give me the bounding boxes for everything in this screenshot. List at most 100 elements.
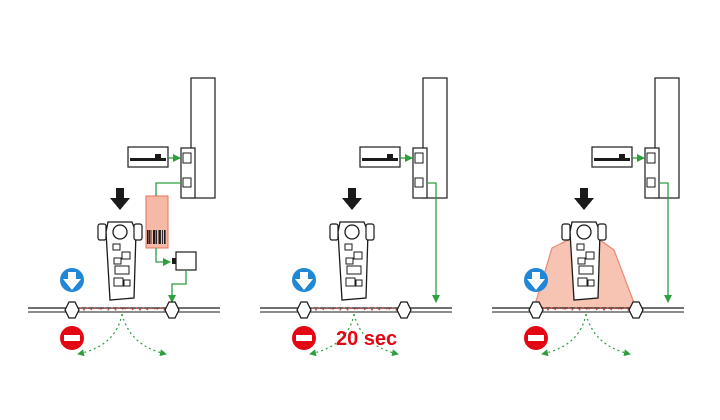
down-arrow-icon: [110, 188, 130, 210]
no-entry-icon: [524, 326, 548, 350]
photo-sensor-icon-left: [64, 301, 80, 319]
radio-key: [355, 279, 363, 287]
card-reader-led: [155, 154, 161, 159]
laser-beam: [307, 307, 405, 311]
radio-key: [353, 251, 363, 260]
radio-key: [346, 265, 362, 275]
entry-arrow: [527, 272, 545, 290]
radio-key: [112, 243, 121, 251]
controller-port-bottom: [414, 177, 424, 188]
entry-arrow: [63, 272, 81, 290]
photo-sensor-icon-left: [528, 301, 544, 319]
radio-unit-icon: [329, 221, 375, 301]
radio-grip-right: [597, 223, 607, 241]
laser-beam: [75, 307, 173, 311]
controller-port-top: [182, 152, 192, 164]
controller-to-barcode-line: [155, 182, 181, 196]
radio-grip-left: [97, 223, 107, 241]
building-wall: [654, 77, 680, 199]
barcode-bar: [147, 230, 149, 244]
no-entry-bar: [296, 335, 312, 341]
panel-2: 20 sec: [260, 77, 452, 357]
down-arrow-icon: [342, 188, 362, 210]
entry-arrow: [295, 272, 313, 290]
controller-port-top: [414, 152, 424, 164]
laser-beam: [539, 307, 637, 311]
controller-to-sensor-line: [427, 182, 440, 303]
barcode-icon: [147, 230, 166, 244]
radio-key: [585, 251, 595, 260]
barcode-bar: [154, 230, 156, 244]
card-reader-led: [387, 154, 393, 159]
scanner-box: [175, 251, 197, 271]
exit-arc-right: [353, 313, 399, 357]
card-reader-icon: [359, 146, 401, 168]
card-reader-led: [619, 154, 625, 159]
card-reader-slot: [130, 158, 166, 161]
photo-sensor-icon-left: [296, 301, 312, 319]
exit-arc-left: [541, 313, 587, 357]
radio-unit-icon: [561, 221, 607, 301]
radio-grip-left: [329, 223, 339, 241]
barcode-to-reader-line: [155, 248, 171, 266]
exit-arc-right: [585, 313, 631, 357]
photo-sensor-icon-right: [396, 301, 412, 319]
blue-down-arrow-icon: [292, 268, 316, 292]
radio-key: [345, 277, 356, 287]
radio-grip-right: [365, 223, 375, 241]
card-reader-icon: [127, 146, 169, 168]
controller-port-bottom: [646, 177, 656, 188]
scanner-to-sensor-line: [168, 270, 187, 303]
controller-to-sensor-line: [659, 182, 672, 303]
exit-arc-right: [121, 313, 167, 357]
barcode-bar: [156, 230, 157, 244]
no-entry-icon: [60, 326, 84, 350]
radio-knob: [576, 224, 592, 240]
barcode-bar: [164, 230, 166, 244]
radio-key: [576, 243, 585, 251]
barcode-bar: [149, 230, 150, 244]
no-entry-bar: [64, 335, 80, 341]
radio-key: [113, 277, 124, 287]
radio-key: [587, 279, 595, 287]
radio-key: [577, 257, 586, 265]
timer-label: 20 sec: [336, 328, 397, 350]
photo-sensor-icon-right: [628, 301, 644, 319]
radio-key: [113, 257, 122, 265]
controller-port-bottom: [182, 177, 192, 188]
barcode-bar: [160, 230, 161, 244]
card-reader-body: [127, 146, 169, 168]
barcode-bar: [158, 230, 161, 244]
radio-key: [123, 279, 131, 287]
no-entry-icon: [292, 326, 316, 350]
radio-key: [114, 265, 130, 275]
barcode-bar: [162, 230, 163, 244]
down-arrow-icon: [574, 188, 594, 210]
card-reader-body: [591, 146, 633, 168]
radio-grip-left: [561, 223, 571, 241]
radio-key: [344, 243, 353, 251]
card-reader-slot: [362, 158, 398, 161]
card-reader-slot: [594, 158, 630, 161]
blue-down-arrow-icon: [524, 268, 548, 292]
exit-arc-left: [309, 313, 355, 357]
radio-key: [121, 251, 131, 260]
panel-3: [492, 77, 684, 357]
radio-key: [345, 257, 354, 265]
blue-down-arrow-icon: [60, 268, 84, 292]
card-reader-icon: [591, 146, 633, 168]
radio-unit-icon: [97, 221, 143, 301]
radio-knob: [112, 224, 128, 240]
barcode-bar: [153, 230, 155, 244]
radio-grip-right: [133, 223, 143, 241]
radio-key: [577, 277, 588, 287]
barcode-bar: [150, 230, 152, 244]
no-entry-bar: [528, 335, 544, 341]
exit-arc-left: [77, 313, 123, 357]
radio-key: [578, 265, 594, 275]
radio-knob: [344, 224, 360, 240]
photo-sensor-icon-right: [164, 301, 180, 319]
scanner-window: [172, 258, 176, 264]
controller-port-top: [646, 152, 656, 164]
